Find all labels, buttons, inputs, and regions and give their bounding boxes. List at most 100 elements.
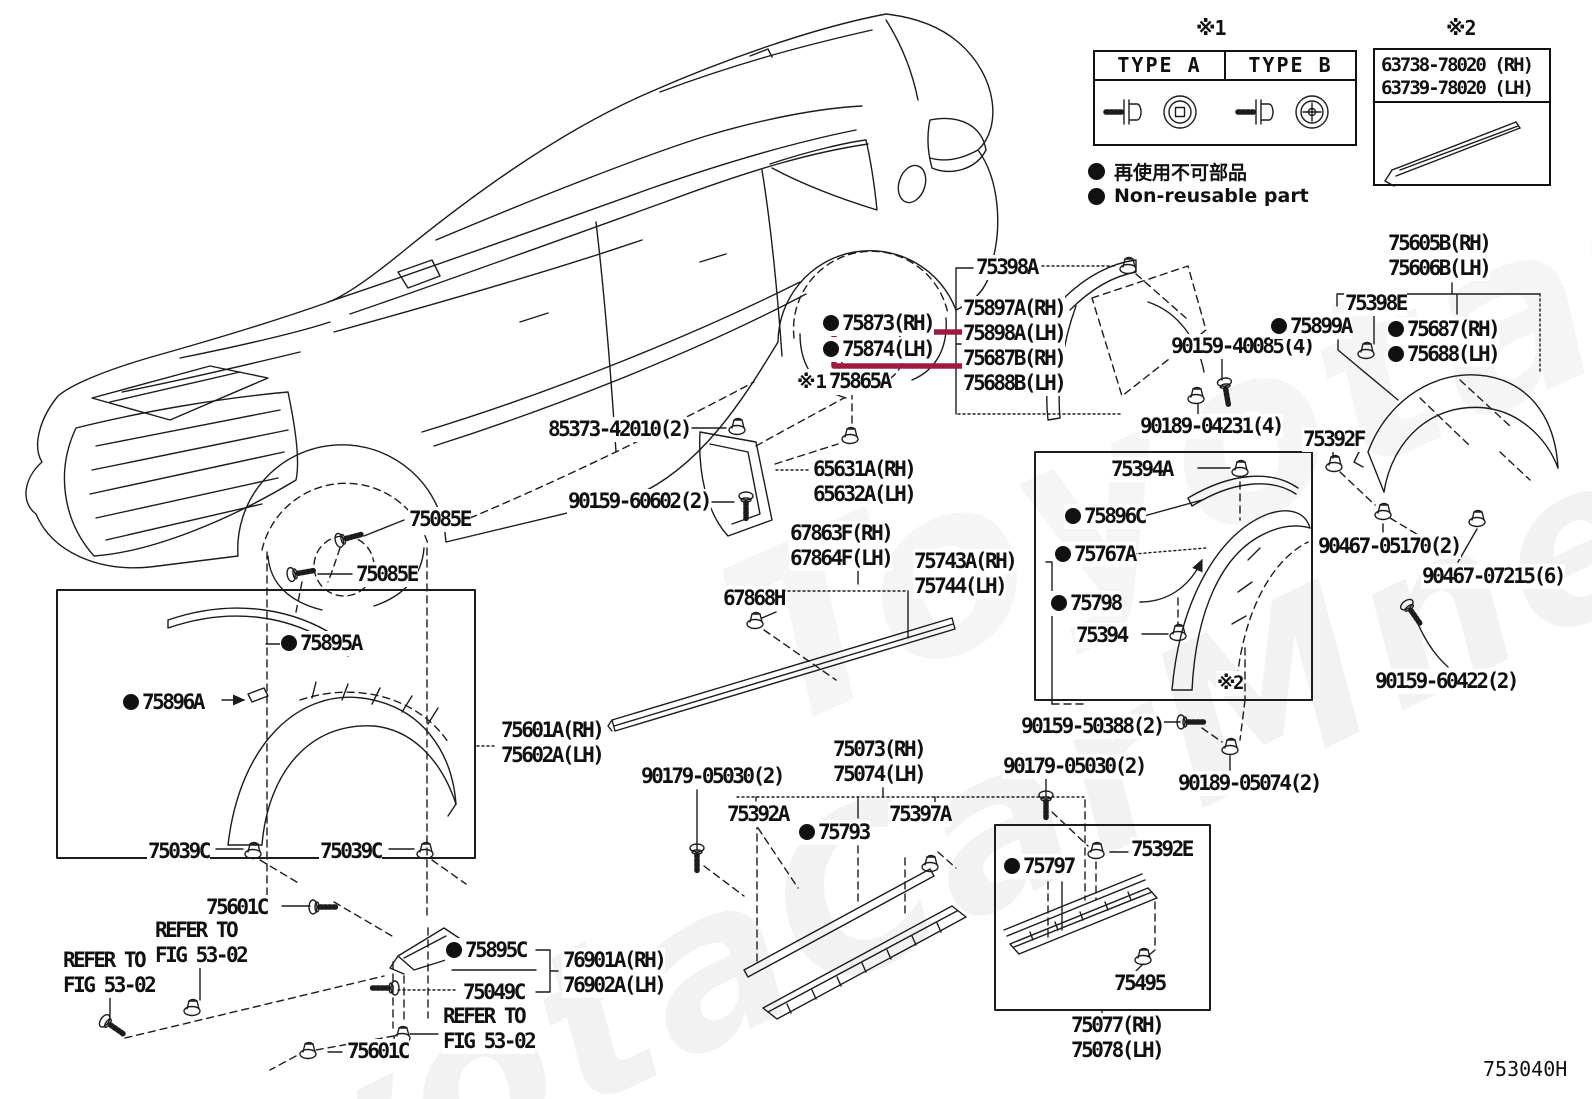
part-number-text: 75495: [1114, 971, 1167, 995]
part-label[interactable]: 75495: [1113, 971, 1167, 996]
part-label[interactable]: 75896C: [1064, 504, 1147, 529]
part-label[interactable]: 75897A(RH): [962, 296, 1067, 321]
part-label[interactable]: 75077(RH): [1070, 1013, 1165, 1038]
non-reusable-dot-icon: [1088, 187, 1105, 205]
part-label-highlighted[interactable]: 75874(LH): [822, 337, 936, 362]
part-label[interactable]: 75898A(LH): [962, 321, 1067, 346]
part-label[interactable]: 90189-05074(2): [1177, 771, 1323, 796]
part-label[interactable]: 75899A: [1270, 314, 1353, 339]
part-label[interactable]: 75085E: [408, 507, 472, 532]
part-label[interactable]: 90467-05170(2): [1317, 534, 1463, 559]
part-number-text: 75896A: [142, 690, 205, 714]
part-label[interactable]: 75687(RH): [1387, 317, 1501, 342]
part-label[interactable]: 65632A(LH): [812, 482, 917, 507]
part-label[interactable]: 75797: [1003, 854, 1076, 879]
part-label[interactable]: 65631A(RH): [812, 457, 917, 482]
part-number-text: 67863F(RH): [790, 521, 894, 545]
part-number-text: 75895A: [300, 631, 363, 655]
non-reusable-dot-icon: [823, 341, 839, 357]
part-label[interactable]: 75398A: [975, 255, 1039, 280]
part-label[interactable]: ※2: [1216, 671, 1244, 696]
part-number-text: 75899A: [1290, 314, 1353, 338]
clip-type-box: TYPE A TYPE B: [1093, 50, 1357, 146]
part-number-text: 67864F(LH): [790, 546, 894, 570]
part-number-text: 75798: [1070, 591, 1123, 615]
part-number-text: 90189-05074(2): [1178, 771, 1323, 795]
part-number-text: 75896C: [1084, 504, 1147, 528]
part-number-text: 75744(LH): [914, 574, 1008, 598]
part-label[interactable]: 75606B(LH): [1387, 256, 1492, 281]
part-label[interactable]: 90159-60422(2): [1374, 669, 1520, 694]
part-label[interactable]: 75392F: [1302, 427, 1366, 452]
part-number-text: 76902A(LH): [563, 973, 667, 997]
part-label[interactable]: REFER TO FIG 53-02: [442, 1004, 537, 1054]
part-number-lh[interactable]: 63739-78020 (LH): [1381, 77, 1534, 99]
part-label[interactable]: 90179-05030(2): [640, 764, 786, 789]
part-number-text: 75078(LH): [1071, 1038, 1165, 1062]
part-label[interactable]: 75895A: [280, 631, 363, 656]
part-number-text: 75606B(LH): [1388, 256, 1492, 280]
part-label[interactable]: 75798: [1050, 591, 1123, 616]
part-label[interactable]: 75793: [798, 820, 871, 845]
part-label[interactable]: 75602A(LH): [500, 743, 605, 768]
part-label[interactable]: 75074(LH): [832, 762, 927, 787]
type-a-clip-icon: [1103, 95, 1197, 129]
part-label[interactable]: 75687B(RH): [962, 346, 1067, 371]
part-label[interactable]: 75873(RH): [822, 311, 936, 336]
rear-fender-moulding-drawing: [1171, 475, 1311, 701]
part-label[interactable]: 75392E: [1130, 837, 1194, 862]
part-label[interactable]: ※175865A: [796, 369, 892, 395]
part-label[interactable]: 75605B(RH): [1387, 231, 1492, 256]
part-number-text: 75895C: [465, 938, 528, 962]
part-number-text: 75688(LH): [1407, 342, 1501, 366]
part-label[interactable]: 75688B(LH): [962, 371, 1067, 396]
part-label[interactable]: 90179-05030(2): [1002, 754, 1148, 779]
part-number-text: 75898A(LH): [963, 321, 1067, 345]
part-label[interactable]: 75895C: [445, 938, 528, 963]
part-number-text: 75873(RH): [842, 311, 936, 335]
part-label[interactable]: 75039C: [147, 839, 211, 864]
part-label[interactable]: 75392A: [726, 802, 790, 827]
part-label[interactable]: 75688(LH): [1387, 342, 1501, 367]
part-label[interactable]: 75601C: [346, 1039, 410, 1064]
part-label[interactable]: 90159-60602(2): [567, 489, 713, 514]
part-label[interactable]: 85373-42010(2): [547, 417, 693, 442]
part-label[interactable]: 75049C: [462, 980, 526, 1005]
part-label[interactable]: 76901A(RH): [562, 948, 667, 973]
part-number-text: 75074(LH): [833, 762, 927, 786]
part-label[interactable]: 67863F(RH): [789, 521, 894, 546]
part-label[interactable]: 75039C: [319, 839, 383, 864]
part-label[interactable]: 75601A(RH): [500, 718, 605, 743]
part-label[interactable]: 90159-50388(2): [1020, 714, 1166, 739]
non-reusable-dot-icon: [1004, 858, 1020, 874]
part-label[interactable]: 75394: [1075, 623, 1129, 648]
part-number-text: 75897A(RH): [963, 296, 1067, 320]
part-label[interactable]: 90467-07215(6): [1421, 564, 1567, 589]
part-label[interactable]: 75073(RH): [832, 737, 927, 762]
car-outline-drawing: [25, 13, 999, 611]
part-label[interactable]: 90189-04231(4): [1139, 414, 1285, 439]
part-label[interactable]: REFER TO FIG 53-02: [154, 918, 249, 968]
non-reusable-dot-icon: [1271, 318, 1287, 334]
non-reusable-dot-icon: [1055, 546, 1071, 562]
part-label[interactable]: 75744(LH): [913, 574, 1008, 599]
part-label[interactable]: 75394A: [1110, 457, 1174, 482]
part-number-text: 90159-50388(2): [1021, 714, 1166, 738]
part-label[interactable]: 75743A(RH): [913, 549, 1018, 574]
part-label[interactable]: 67864F(LH): [789, 546, 894, 571]
part-label[interactable]: 75085E: [355, 562, 419, 587]
part-label[interactable]: 75601C: [205, 895, 269, 920]
part-label[interactable]: 75398E: [1344, 291, 1408, 316]
part-number-rh[interactable]: 63738-78020 (RH): [1381, 54, 1534, 76]
part-label[interactable]: 67868H: [722, 586, 786, 611]
part-label[interactable]: 75397A: [888, 802, 952, 827]
part-number-text: 75687(RH): [1407, 317, 1501, 341]
non-reusable-dot-icon: [1065, 508, 1081, 524]
part-label[interactable]: 75767A: [1054, 542, 1137, 567]
part-label[interactable]: REFER TO FIG 53-02: [62, 948, 157, 998]
part-label[interactable]: 76902A(LH): [562, 973, 667, 998]
part-label[interactable]: 75078(LH): [1070, 1038, 1165, 1063]
part-number-text: 75039C: [148, 839, 211, 863]
part-label[interactable]: 75896A: [122, 690, 205, 715]
part-number-text: 75394: [1076, 623, 1129, 647]
